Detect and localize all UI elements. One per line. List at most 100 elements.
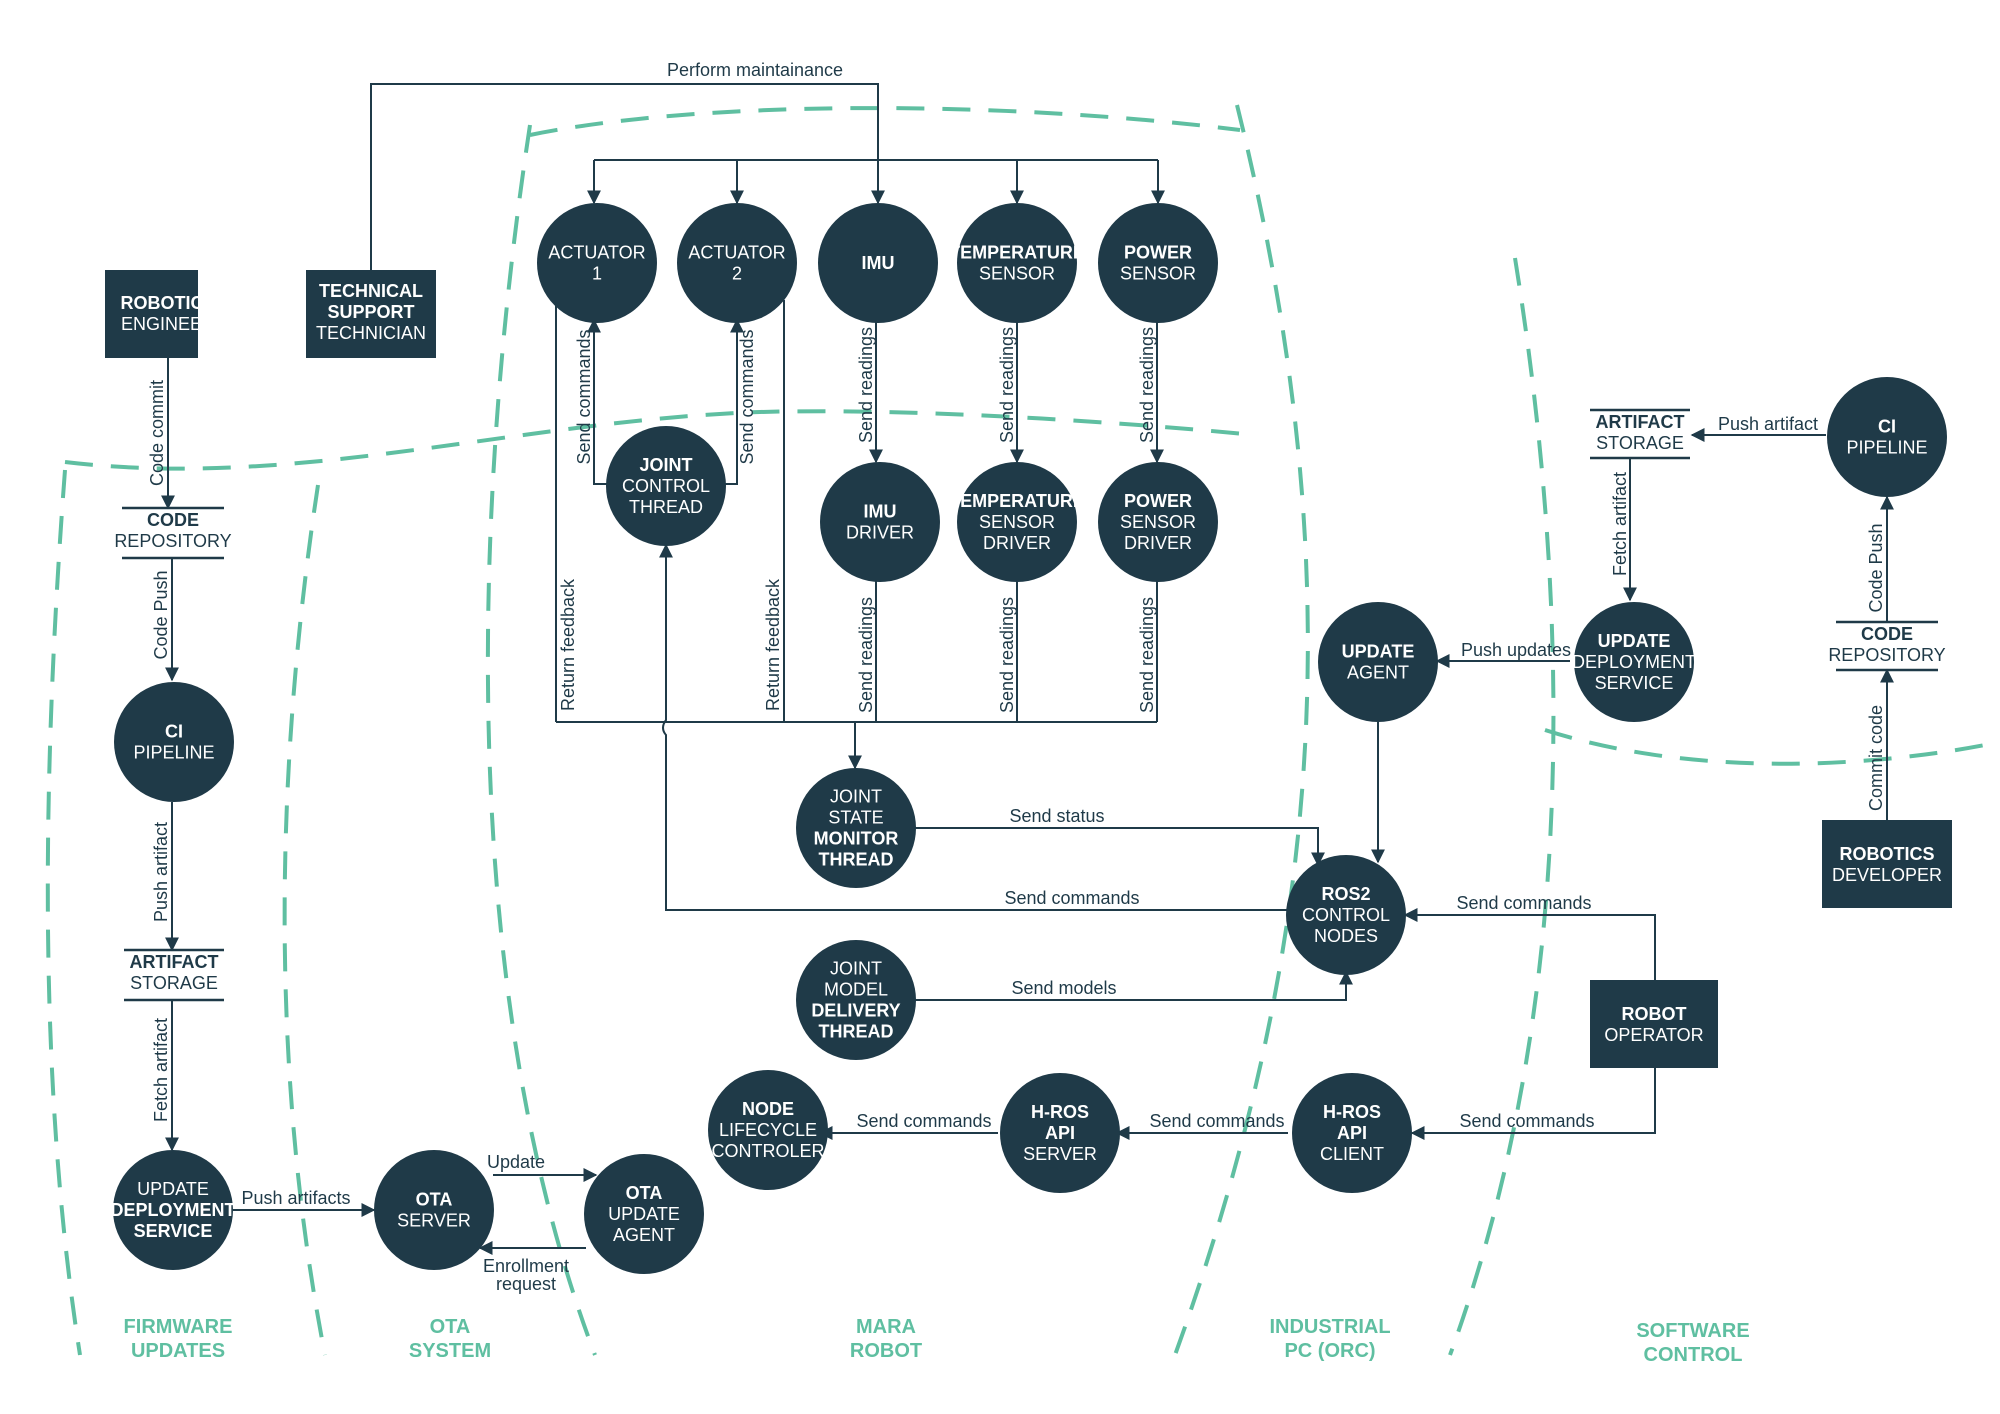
label-send-commands-a1: Send commands — [574, 329, 594, 464]
zone-ota-line2: SYSTEM — [409, 1340, 491, 1362]
entity-robotics-developer[interactable]: ROBOTICS DEVELOPER — [1822, 820, 1952, 908]
process-circle — [1318, 602, 1438, 722]
label-send-models: Send models — [1011, 978, 1116, 998]
process-label-line: CLIENT — [1320, 1144, 1384, 1164]
store-artifact-storage-left-line1: ARTIFACT — [130, 952, 219, 972]
process-label-line: STATE — [828, 808, 883, 828]
process-circle — [1098, 203, 1218, 323]
process-circle — [584, 1154, 704, 1274]
process-label-line: SENSOR — [979, 512, 1055, 532]
store-artifact-storage-right[interactable]: ARTIFACT STORAGE — [1590, 408, 1690, 460]
process-circle — [677, 203, 797, 323]
flow-op-to-client — [1410, 1068, 1656, 1140]
store-artifact-storage-left-line2: STORAGE — [130, 973, 218, 993]
process-label-line: SENSOR — [1120, 264, 1196, 284]
store-artifact-storage-left[interactable]: ARTIFACT STORAGE — [124, 948, 224, 1002]
process-circle — [606, 426, 726, 546]
external-entities: ROBOTICS ENGINEER TECHNICAL SUPPORT TECH… — [105, 270, 1952, 1068]
process-circle — [1292, 1073, 1412, 1193]
process-imu[interactable]: IMU — [818, 203, 938, 323]
process-label-line: OTA — [416, 1190, 453, 1210]
entity-robot-operator[interactable]: ROBOT OPERATOR — [1590, 980, 1718, 1068]
label-commit-code: Commit code — [1866, 705, 1886, 811]
process-label-line: DELIVERY — [811, 1001, 900, 1021]
process-label-line: CI — [165, 722, 183, 742]
label-send-commands-lc: Send commands — [856, 1111, 991, 1131]
label-readings-power: Send readings — [1137, 327, 1157, 443]
process-label-line: H-ROS — [1031, 1102, 1089, 1122]
zone-software-line2: CONTROL — [1644, 1344, 1743, 1366]
label-fetch-artifact-left: Fetch artifact — [151, 1018, 171, 1122]
process-label-line: DRIVER — [983, 533, 1051, 553]
label-return-feedback-2: Return feedback — [763, 578, 783, 711]
store-code-repository-right[interactable]: CODE REPOSITORY — [1828, 620, 1946, 672]
zone-firmware-line2: UPDATES — [131, 1340, 225, 1362]
processes: ACTUATOR1ACTUATOR2IMUTEMPERATURESENSORPO… — [110, 203, 1947, 1274]
label-send-commands-op-ros: Send commands — [1456, 893, 1591, 913]
entity-technical-support-line2: SUPPORT — [327, 302, 414, 322]
process-label-line: DEPLOYMENT — [1572, 652, 1696, 672]
flow-send-commands-a2 — [720, 318, 744, 485]
label-readings-temp2: Send readings — [997, 597, 1017, 713]
label-update: Update — [487, 1152, 545, 1172]
process-label-line: POWER — [1124, 491, 1192, 511]
process-label-line: CONTROL — [622, 476, 710, 496]
process-circle — [374, 1150, 494, 1270]
process-label-line: IMU — [864, 502, 897, 522]
label-return-feedback-1: Return feedback — [558, 578, 578, 711]
process-circle — [1827, 377, 1947, 497]
process-label-line: CONTROLER — [711, 1141, 824, 1161]
store-code-repository-left[interactable]: CODE REPOSITORY — [114, 506, 232, 560]
process-label-line: TEMPERATURE — [949, 491, 1085, 511]
label-send-commands-a2: Send commands — [737, 329, 757, 464]
process-circle — [796, 768, 916, 888]
label-code-push-left: Code Push — [151, 570, 171, 659]
zone-industrial-line1: INDUSTRIAL — [1269, 1316, 1390, 1338]
process-label-line: UPDATE — [1598, 631, 1671, 651]
process-label-line: JOINT — [830, 959, 882, 979]
process-label-line: UPDATE — [1342, 642, 1415, 662]
process-label-line: AGENT — [613, 1225, 675, 1245]
boundary-mara-top — [529, 106, 1241, 137]
process-label-line: SENSOR — [1120, 512, 1196, 532]
entity-robotics-engineer[interactable]: ROBOTICS ENGINEER — [105, 270, 216, 358]
label-perform-maintainance: Perform maintainance — [667, 60, 843, 80]
store-code-repository-right-line2: REPOSITORY — [1828, 645, 1945, 665]
process-label-line: SERVER — [397, 1211, 471, 1231]
flow-send-commands-ros — [659, 543, 1287, 911]
flow-perform-maintainance — [370, 83, 885, 270]
process-label-line: MODEL — [824, 980, 888, 1000]
process-circle — [1000, 1073, 1120, 1193]
label-push-artifact-left: Push artifact — [151, 822, 171, 922]
label-send-commands-srv: Send commands — [1149, 1111, 1284, 1131]
entity-technical-support[interactable]: TECHNICAL SUPPORT TECHNICIAN — [306, 270, 436, 358]
trust-boundaries — [45, 104, 1986, 1356]
process-label-line: SENSOR — [979, 264, 1055, 284]
process-label-line: NODES — [1314, 926, 1378, 946]
entity-robotics-developer-line1: ROBOTICS — [1839, 844, 1934, 864]
process-label-line: JOINT — [639, 455, 692, 475]
boundary-firmware-left — [45, 469, 82, 1356]
data-stores: CODE REPOSITORY ARTIFACT STORAGE ARTIFAC… — [114, 408, 1946, 1002]
